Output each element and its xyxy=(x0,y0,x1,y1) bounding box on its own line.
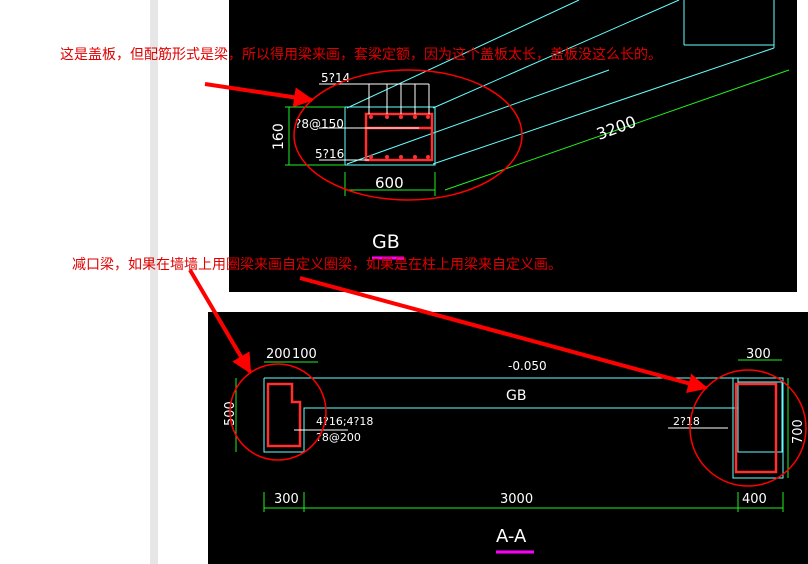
section-title-aa: A-A xyxy=(496,526,527,547)
section-title-gb: GB xyxy=(372,231,400,253)
dim-height: 160 xyxy=(271,123,287,150)
right-rebar xyxy=(734,382,778,474)
arrow-left xyxy=(188,268,252,374)
cad-drawing-gb: 5?14 ?8@150 5?16 160 600 3200 GB xyxy=(229,0,797,292)
dimension-lines-aa xyxy=(235,359,789,512)
beam-label-gb: GB xyxy=(506,388,526,404)
aa-section-svg: 4?16;4?18 ?8@200 2?18 GB -0.050 200 100 … xyxy=(223,347,806,554)
cad-drawing-aa: 4?16;4?18 ?8@200 2?18 GB -0.050 200 100 … xyxy=(208,312,808,564)
annotation-note-1: 这是盖板，但配筋形式是梁，所以得用梁来画，套梁定额，因为这个盖板太长，盖板没这么… xyxy=(60,47,662,63)
dim-right-height: 700 xyxy=(791,419,806,444)
rebar-dots xyxy=(369,115,430,159)
dim-left-top-b: 100 xyxy=(292,347,317,362)
left-stirrup-label: ?8@200 xyxy=(316,431,361,444)
annotation-note-2: 减口梁，如果在墙墙上用圈梁来画自定义圈梁，如果是在柱上用梁来自定义画。 xyxy=(72,257,562,273)
rebar-stirrup-label: ?8@150 xyxy=(295,117,344,131)
callout-circle-right xyxy=(689,369,807,487)
leader-lines-aa xyxy=(294,427,728,431)
arrow-right xyxy=(299,276,708,393)
dim-right-top: 300 xyxy=(746,347,771,362)
slab-perspective xyxy=(344,0,775,166)
vertical-divider xyxy=(150,0,158,564)
rebar-bottom-label: 5?16 xyxy=(315,147,344,161)
callout-ellipse-gb xyxy=(293,69,523,201)
left-margin xyxy=(0,0,150,564)
dim-left-top-a: 200 xyxy=(266,347,291,362)
right-main-rebar-label: 2?18 xyxy=(673,415,700,428)
left-main-rebar-label: 4?16;4?18 xyxy=(316,415,373,428)
elevation-label: -0.050 xyxy=(508,359,547,373)
dim-bottom-right: 400 xyxy=(742,492,767,507)
callout-circle-left xyxy=(229,363,327,461)
arrow-gb xyxy=(204,82,314,108)
dim-width: 600 xyxy=(375,174,404,192)
left-rebar xyxy=(266,382,302,448)
dim-bottom-mid: 3000 xyxy=(500,492,533,507)
dim-bottom-left: 300 xyxy=(274,492,299,507)
